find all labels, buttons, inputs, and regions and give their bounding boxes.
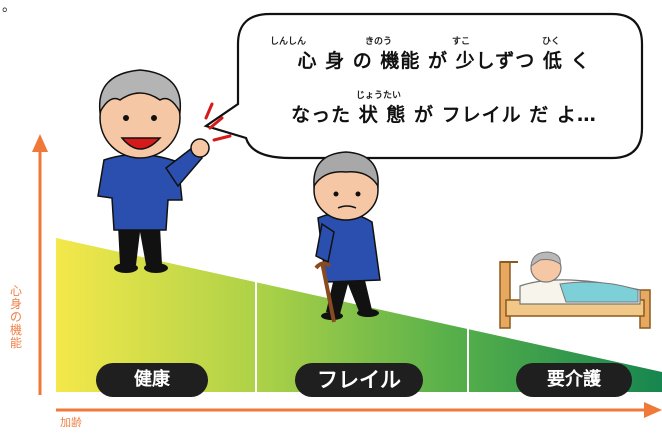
corner-mark: 。 xyxy=(2,0,16,15)
bedridden-elder-illustration xyxy=(499,251,651,329)
bubble-line-1: 心 身 の 機能 が 少しずつ 低 く xyxy=(297,50,591,72)
ruby-joutai: じょうたい xyxy=(356,91,402,101)
stage-label-healthy: 健康 xyxy=(134,369,170,390)
ruby-shinshin: しんしん xyxy=(270,37,307,47)
stage-label-frail: フレイル xyxy=(317,368,401,392)
y-axis-arrowhead xyxy=(32,134,48,152)
x-axis-label: 加齢 xyxy=(60,416,82,429)
speech-bubble xyxy=(203,12,644,160)
stage-pill-healthy-bg xyxy=(96,363,208,397)
ruby-sukoshi: すこ xyxy=(452,37,471,47)
ruby-hiku: ひく xyxy=(542,37,561,47)
frail-elder-illustration xyxy=(313,151,381,323)
healthy-elder-illustration xyxy=(97,69,232,273)
stage-pill-care-bg xyxy=(516,363,632,397)
stage-label-care: 要介護 xyxy=(547,369,601,390)
bubble-line-2: なった 状 態 が フレイル だ よ… xyxy=(291,104,597,126)
ruby-kinou: きのう xyxy=(365,37,393,47)
x-axis-arrowhead xyxy=(644,402,662,418)
y-axis-label: 心身の機能 xyxy=(9,284,22,350)
stage-pill-frail-bg xyxy=(295,363,423,397)
